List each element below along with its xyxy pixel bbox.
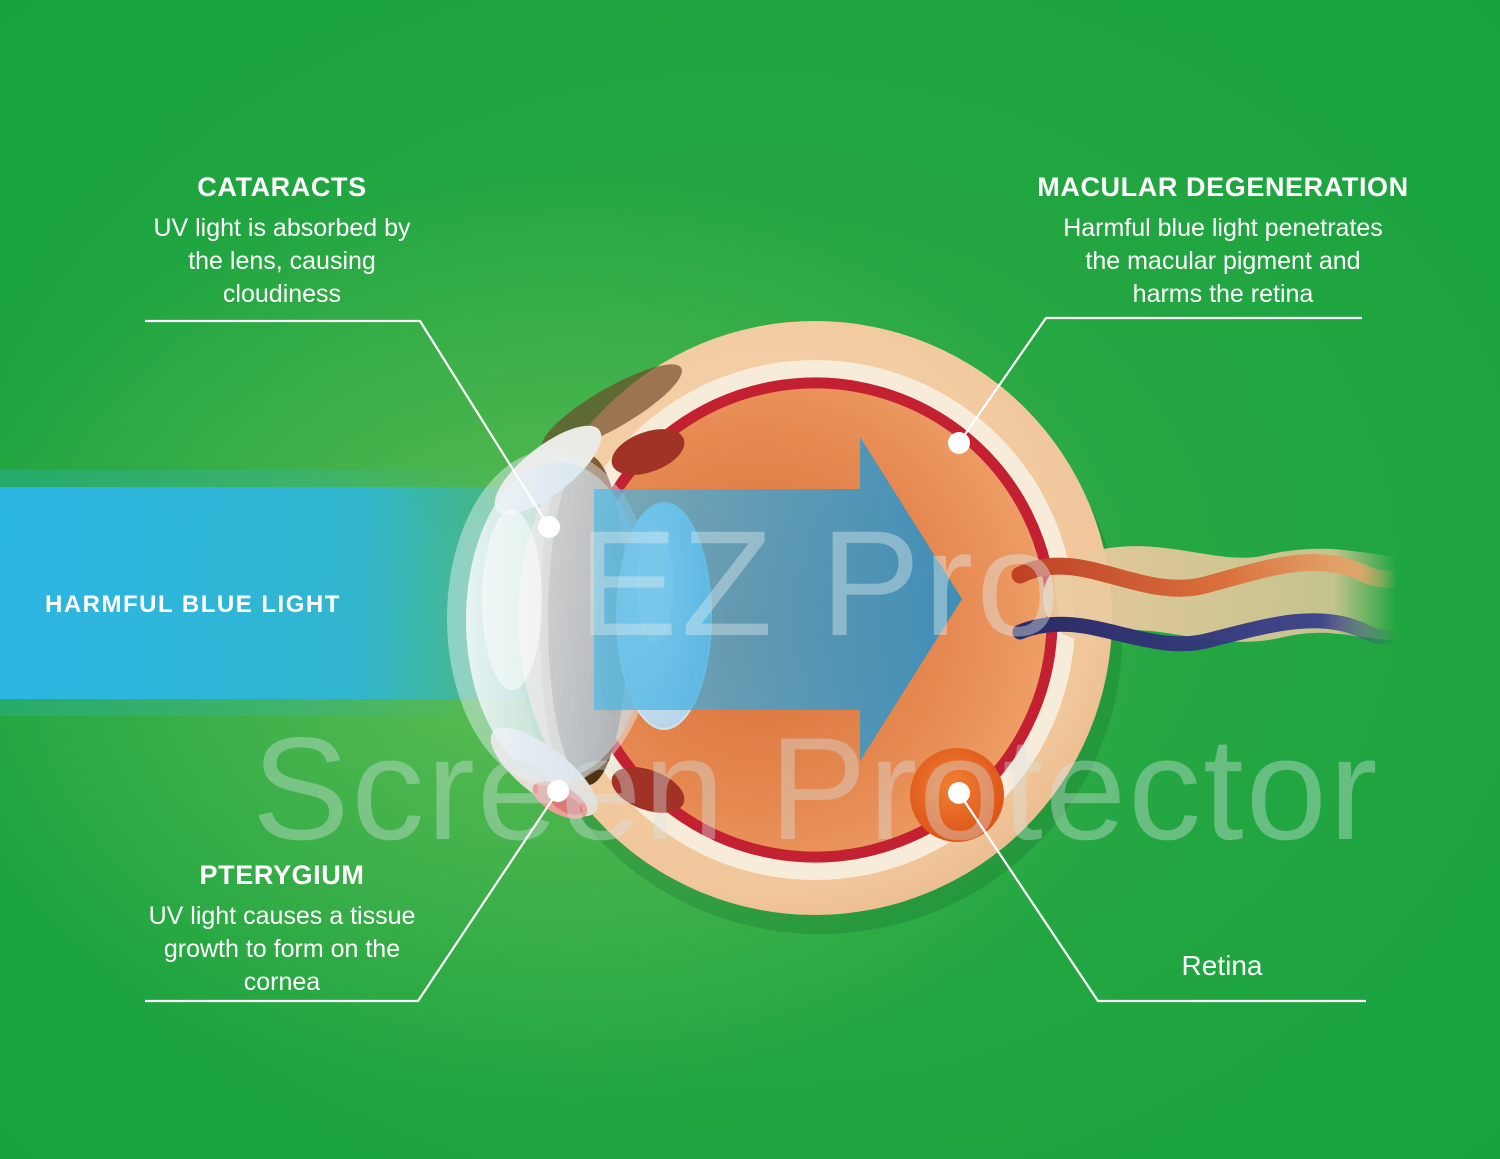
optic-nerve-vein [1012,613,1405,652]
optic-nerve-artery [1011,553,1406,597]
cataracts-description: UV light is absorbed by the lens, causin… [153,214,411,308]
pterygium-pointer-dot [547,780,569,802]
macular-degeneration-pointer-dot [948,432,970,454]
macular-degeneration-connector-line [958,316,1362,444]
pterygium-description: UV light causes a tissue growth to form … [148,902,416,996]
cataracts-connector-line [145,319,550,528]
cataracts-callout: CATARACTS UV light is absorbed by the le… [112,172,452,311]
harmful-blue-light-label: HARMFUL BLUE LIGHT [45,591,341,618]
cornea-highlight [482,510,542,690]
cataracts-pointer-dot [538,516,560,538]
pterygium-callout: PTERYGIUM UV light causes a tissue growt… [112,860,452,999]
retina-label: Retina [1181,950,1263,981]
retina-pointer-dot [948,782,970,804]
blue-light-arrow [594,437,962,761]
optic-nerve [1011,546,1438,652]
pterygium-title: PTERYGIUM [199,860,365,890]
ciliary-body-bottom [611,767,685,813]
cataracts-title: CATARACTS [197,172,367,202]
macular-degeneration-description: Harmful blue light penetrates the macula… [1063,214,1383,308]
ciliary-body-top [611,429,685,475]
macular-degeneration-title: MACULAR DEGENERATION [1037,172,1409,202]
macular-degeneration-callout: MACULAR DEGENERATION Harmful blue light … [1013,172,1433,311]
pterygium-connector-line [145,790,559,1003]
retina-connector-line [958,792,1366,1003]
